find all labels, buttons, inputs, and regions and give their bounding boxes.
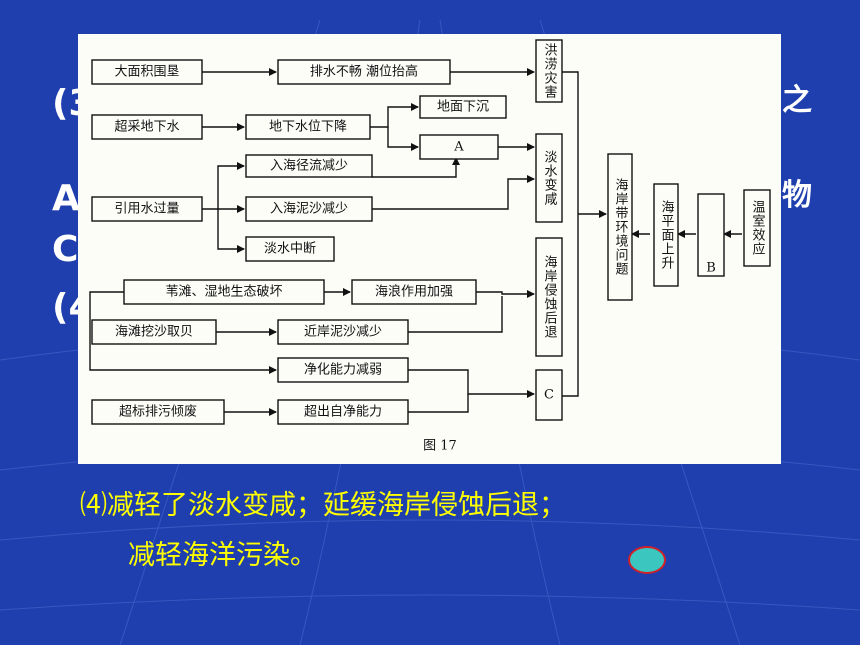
- label-a: A: [453, 140, 464, 155]
- peek-text-5: 之: [782, 83, 812, 118]
- action-button-oval[interactable]: [628, 546, 666, 574]
- label-overuse-water: 引用水过量: [114, 202, 179, 217]
- box-a: [419, 134, 499, 160]
- label-beach-mining: 海滩挖沙取贝: [115, 325, 193, 340]
- label-fresh-salinization: 淡水变咸: [542, 150, 558, 206]
- label-b: B: [706, 261, 716, 276]
- peek-text-2: A: [52, 178, 80, 219]
- box-sediment-decrease: [245, 196, 373, 222]
- box-subsidence: [419, 95, 507, 119]
- label-runoff-decrease: 入海径流减少: [270, 159, 348, 174]
- box-purify-weaken: [277, 357, 409, 383]
- label-c: C: [544, 388, 554, 403]
- box-over-groundwater: [91, 114, 203, 140]
- flow-diagram-figure: 大面积围垦 排水不畅 潮位抬高 超采地下水 地下水位下降 地面下沉 A 入海径流…: [78, 34, 781, 464]
- label-subsidence: 地面下沉: [437, 100, 489, 115]
- box-beach-mining: [91, 319, 217, 345]
- box-c: [535, 369, 563, 421]
- label-excess-discharge: 超标排污倾废: [119, 404, 197, 420]
- peek-text-3: C: [52, 229, 79, 270]
- box-coastal-problem: [607, 153, 633, 301]
- box-fresh-cutoff: [245, 236, 335, 262]
- label-sea-level-rise: 海平面上升: [659, 200, 675, 270]
- label-flood: 洪涝灾害: [542, 43, 558, 99]
- label-nearshore-sediment: 近岸泥沙减少: [304, 325, 382, 340]
- label-wave-strength: 海浪作用加强: [375, 285, 453, 300]
- box-wave-strength: [351, 279, 477, 305]
- answer-line-2: 减轻海洋污染。: [128, 540, 317, 571]
- box-water-table-drop: [245, 114, 371, 140]
- box-exceed-self-purify: [277, 399, 409, 425]
- box-fresh-salinization: [535, 133, 563, 223]
- label-purify-weaken: 净化能力减弱: [304, 363, 382, 378]
- box-runoff-decrease: [245, 154, 373, 178]
- box-nearshore-sediment: [277, 319, 409, 345]
- label-coastal-erosion: 海岸侵蚀后退: [542, 255, 558, 339]
- label-fresh-cutoff: 淡水中断: [264, 242, 316, 257]
- flow-diagram: 大面积围垦 排水不畅 潮位抬高 超采地下水 地下水位下降 地面下沉 A 入海径流…: [89, 39, 771, 454]
- answer-line-1: ⑷减轻了淡水变咸；延缓海岸侵蚀后退；: [80, 490, 566, 521]
- box-sea-level-rise: [653, 183, 679, 287]
- label-water-table-drop: 地下水位下降: [269, 120, 347, 135]
- label-exceed-self-purify: 超出自净能力: [304, 405, 382, 420]
- box-greenhouse: [743, 189, 771, 267]
- connectors: [89, 68, 742, 416]
- label-large-reclamation: 大面积围垦: [114, 65, 179, 80]
- box-b: [697, 193, 725, 277]
- box-coastal-erosion: [535, 237, 563, 357]
- label-poor-drainage: 排水不畅 潮位抬高: [310, 64, 418, 80]
- box-large-reclamation: [91, 59, 203, 85]
- box-overuse-water: [91, 196, 203, 222]
- box-wetland-damage: [123, 279, 325, 305]
- box-poor-drainage: [277, 59, 451, 85]
- label-sediment-decrease: 入海泥沙减少: [270, 202, 348, 217]
- label-wetland-damage: 苇滩、湿地生态破坏: [165, 285, 282, 300]
- label-over-groundwater: 超采地下水: [114, 120, 179, 135]
- peek-text-6: 物: [782, 178, 812, 213]
- label-greenhouse: 温室效应: [750, 200, 766, 256]
- figure-caption: 图 17: [423, 439, 457, 454]
- box-excess-discharge: [91, 399, 225, 425]
- label-coastal-problem: 海岸带环境问题: [613, 178, 629, 276]
- box-flood: [535, 39, 563, 103]
